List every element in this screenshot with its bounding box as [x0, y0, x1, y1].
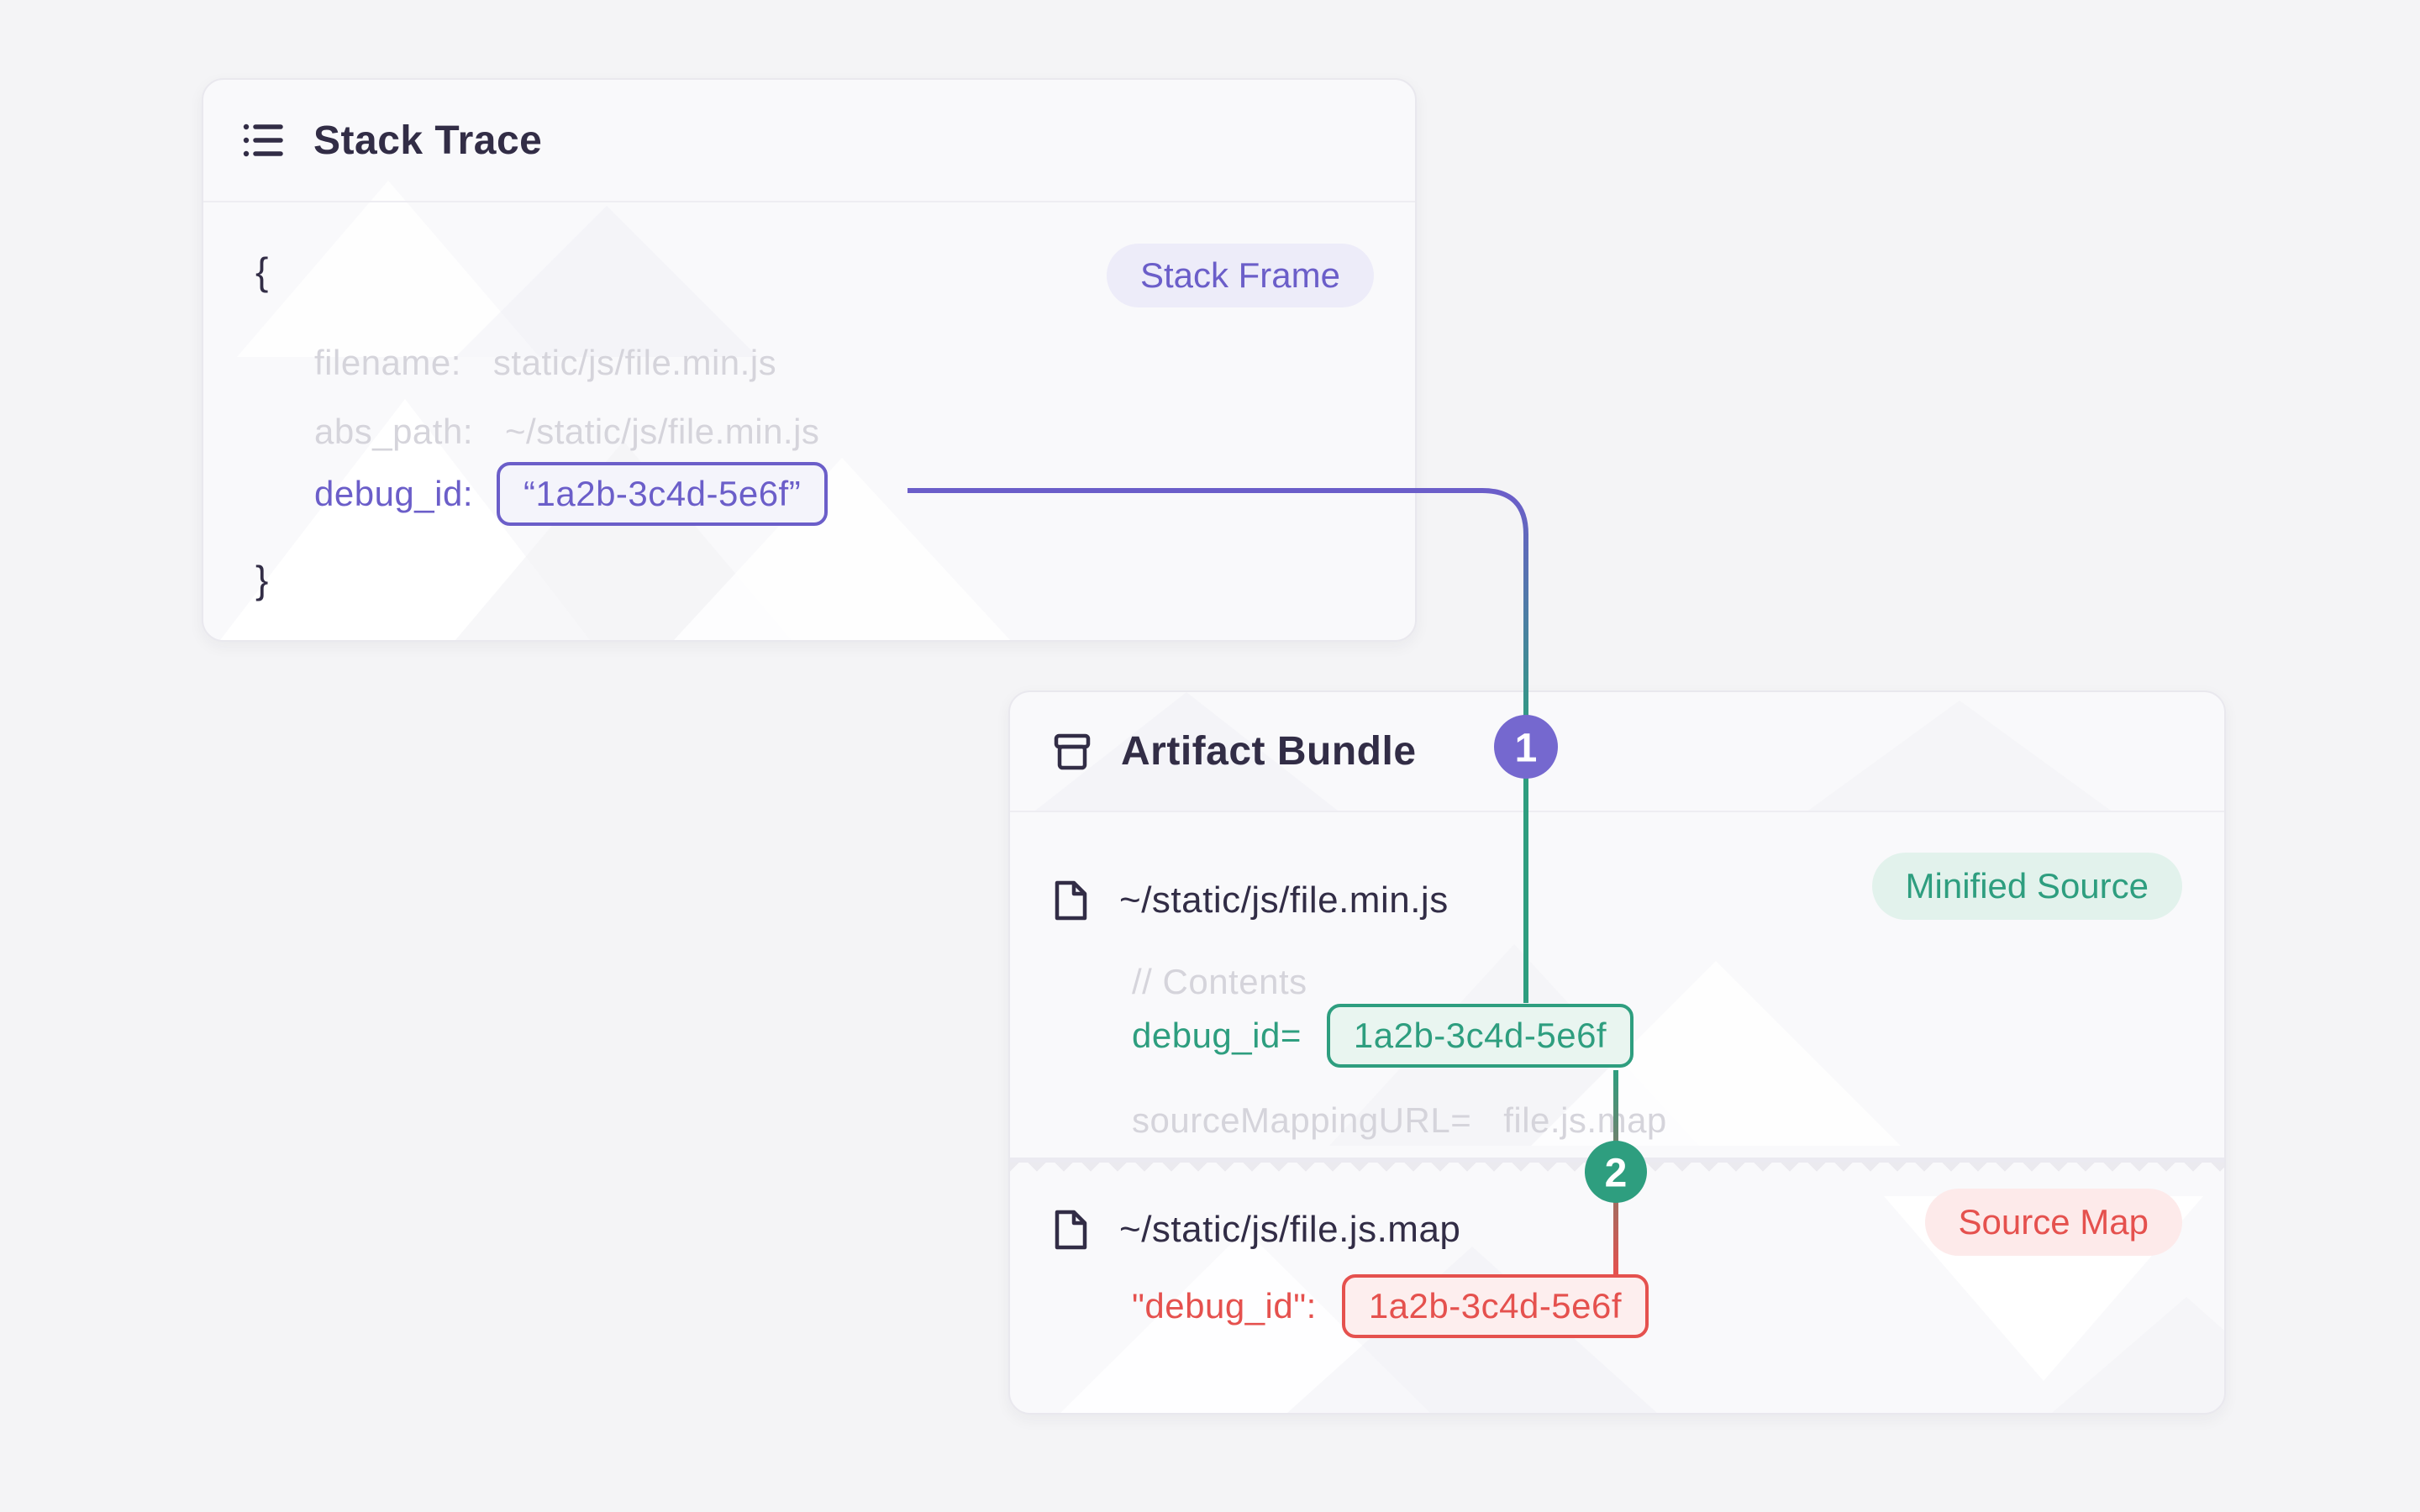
bundle-debug-id-row: debug_id= 1a2b-3c4d-5e6f	[1132, 1004, 1634, 1068]
bundle-debug-id-key: debug_id=	[1132, 1016, 1302, 1055]
debug-id-key: debug_id:	[314, 474, 474, 513]
debug-id-row: debug_id: “1a2b-3c4d-5e6f”	[314, 462, 829, 526]
source-mapping-value: file.js.map	[1503, 1100, 1667, 1140]
source-map-badge-label: Source Map	[1958, 1202, 2149, 1242]
source-mapping-row: sourceMappingURL= file.js.map	[1132, 1100, 1667, 1141]
contents-comment: // Contents	[1132, 962, 1307, 1001]
stack-frame-badge: Stack Frame	[1106, 244, 1374, 307]
sourcemap-debug-id-key: "debug_id":	[1132, 1286, 1317, 1326]
archive-box-icon	[1054, 733, 1091, 769]
filename-key: filename:	[314, 343, 461, 382]
minified-file-name: ~/static/js/file.min.js	[1119, 879, 1449, 921]
sourcemap-file-name: ~/static/js/file.js.map	[1119, 1209, 1461, 1250]
file-icon	[1055, 1210, 1087, 1250]
list-icon	[243, 123, 283, 157]
minified-source-badge: Minified Source	[1871, 853, 2182, 920]
artifact-bundle-header: Artifact Bundle	[1010, 692, 2224, 812]
sourcemap-debug-id-row: "debug_id": 1a2b-3c4d-5e6f	[1132, 1274, 1649, 1338]
sourcemap-file-row: ~/static/js/file.js.map	[1050, 1208, 1460, 1252]
filename-row: filename: static/js/file.min.js	[314, 343, 776, 383]
artifact-bundle-title: Artifact Bundle	[1121, 729, 1417, 774]
abs-path-row: abs_path: ~/static/js/file.min.js	[314, 412, 819, 452]
debug-id-value-box: “1a2b-3c4d-5e6f”	[497, 462, 829, 526]
stack-trace-title: Stack Trace	[313, 118, 543, 163]
artifact-bundle-card: Artifact Bundle ~/static/js/file.min.js …	[1008, 690, 2226, 1415]
stack-trace-card: Stack Trace Stack Frame { filename: stati…	[202, 78, 1417, 642]
source-mapping-key: sourceMappingURL=	[1132, 1100, 1472, 1140]
filename-value: static/js/file.min.js	[492, 343, 777, 382]
file-icon	[1055, 880, 1087, 921]
minified-file-row: ~/static/js/file.min.js	[1050, 879, 1449, 922]
torn-edge-divider	[1010, 1158, 2224, 1173]
abs-path-value: ~/static/js/file.min.js	[505, 412, 820, 451]
bundle-debug-id-value-box: 1a2b-3c4d-5e6f	[1326, 1004, 1634, 1068]
close-brace: }	[255, 558, 269, 601]
sourcemap-debug-id-value-box: 1a2b-3c4d-5e6f	[1341, 1274, 1649, 1338]
minified-source-badge-label: Minified Source	[1905, 866, 2149, 906]
abs-path-key: abs_path:	[314, 412, 473, 451]
open-brace: {	[255, 249, 269, 293]
stack-frame-badge-label: Stack Frame	[1139, 255, 1340, 295]
source-map-badge: Source Map	[1924, 1189, 2182, 1256]
stack-trace-header: Stack Trace	[203, 80, 1415, 202]
